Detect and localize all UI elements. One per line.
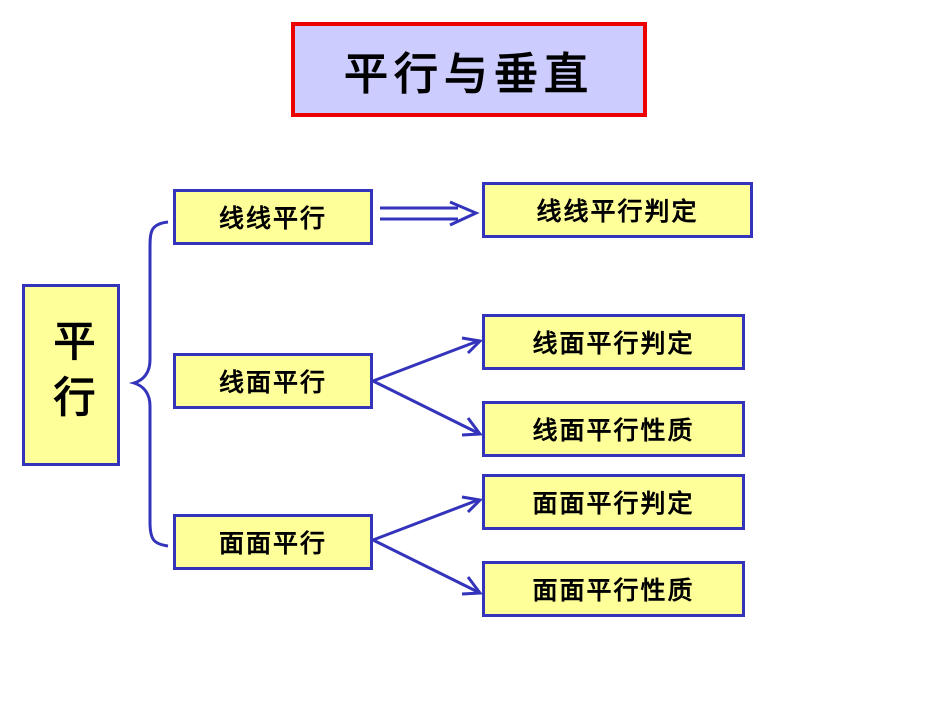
root-node: 平行 bbox=[22, 284, 120, 466]
leaf-line-plane-judge: 线面平行判定 bbox=[482, 314, 745, 370]
arrow-line-plane-property bbox=[372, 379, 483, 437]
node-line-plane-parallel: 线面平行 bbox=[173, 353, 373, 409]
leaf-plane-plane-judge: 面面平行判定 bbox=[482, 474, 745, 530]
leaf-line-plane-property: 线面平行性质 bbox=[482, 401, 745, 457]
arrow-line-plane-judge bbox=[372, 336, 484, 383]
leaf-plane-plane-property: 面面平行性质 bbox=[482, 561, 745, 617]
arrow-plane-plane-property bbox=[372, 538, 483, 596]
page-title: 平行与垂直 bbox=[291, 22, 647, 117]
node-line-line-parallel: 线线平行 bbox=[173, 189, 373, 245]
arrow-plane-plane-judge bbox=[372, 495, 484, 542]
leaf-line-line-judge: 线线平行判定 bbox=[482, 182, 753, 238]
root-brace bbox=[128, 220, 169, 548]
node-plane-plane-parallel: 面面平行 bbox=[173, 514, 373, 570]
double-arrow-implies bbox=[380, 200, 480, 227]
